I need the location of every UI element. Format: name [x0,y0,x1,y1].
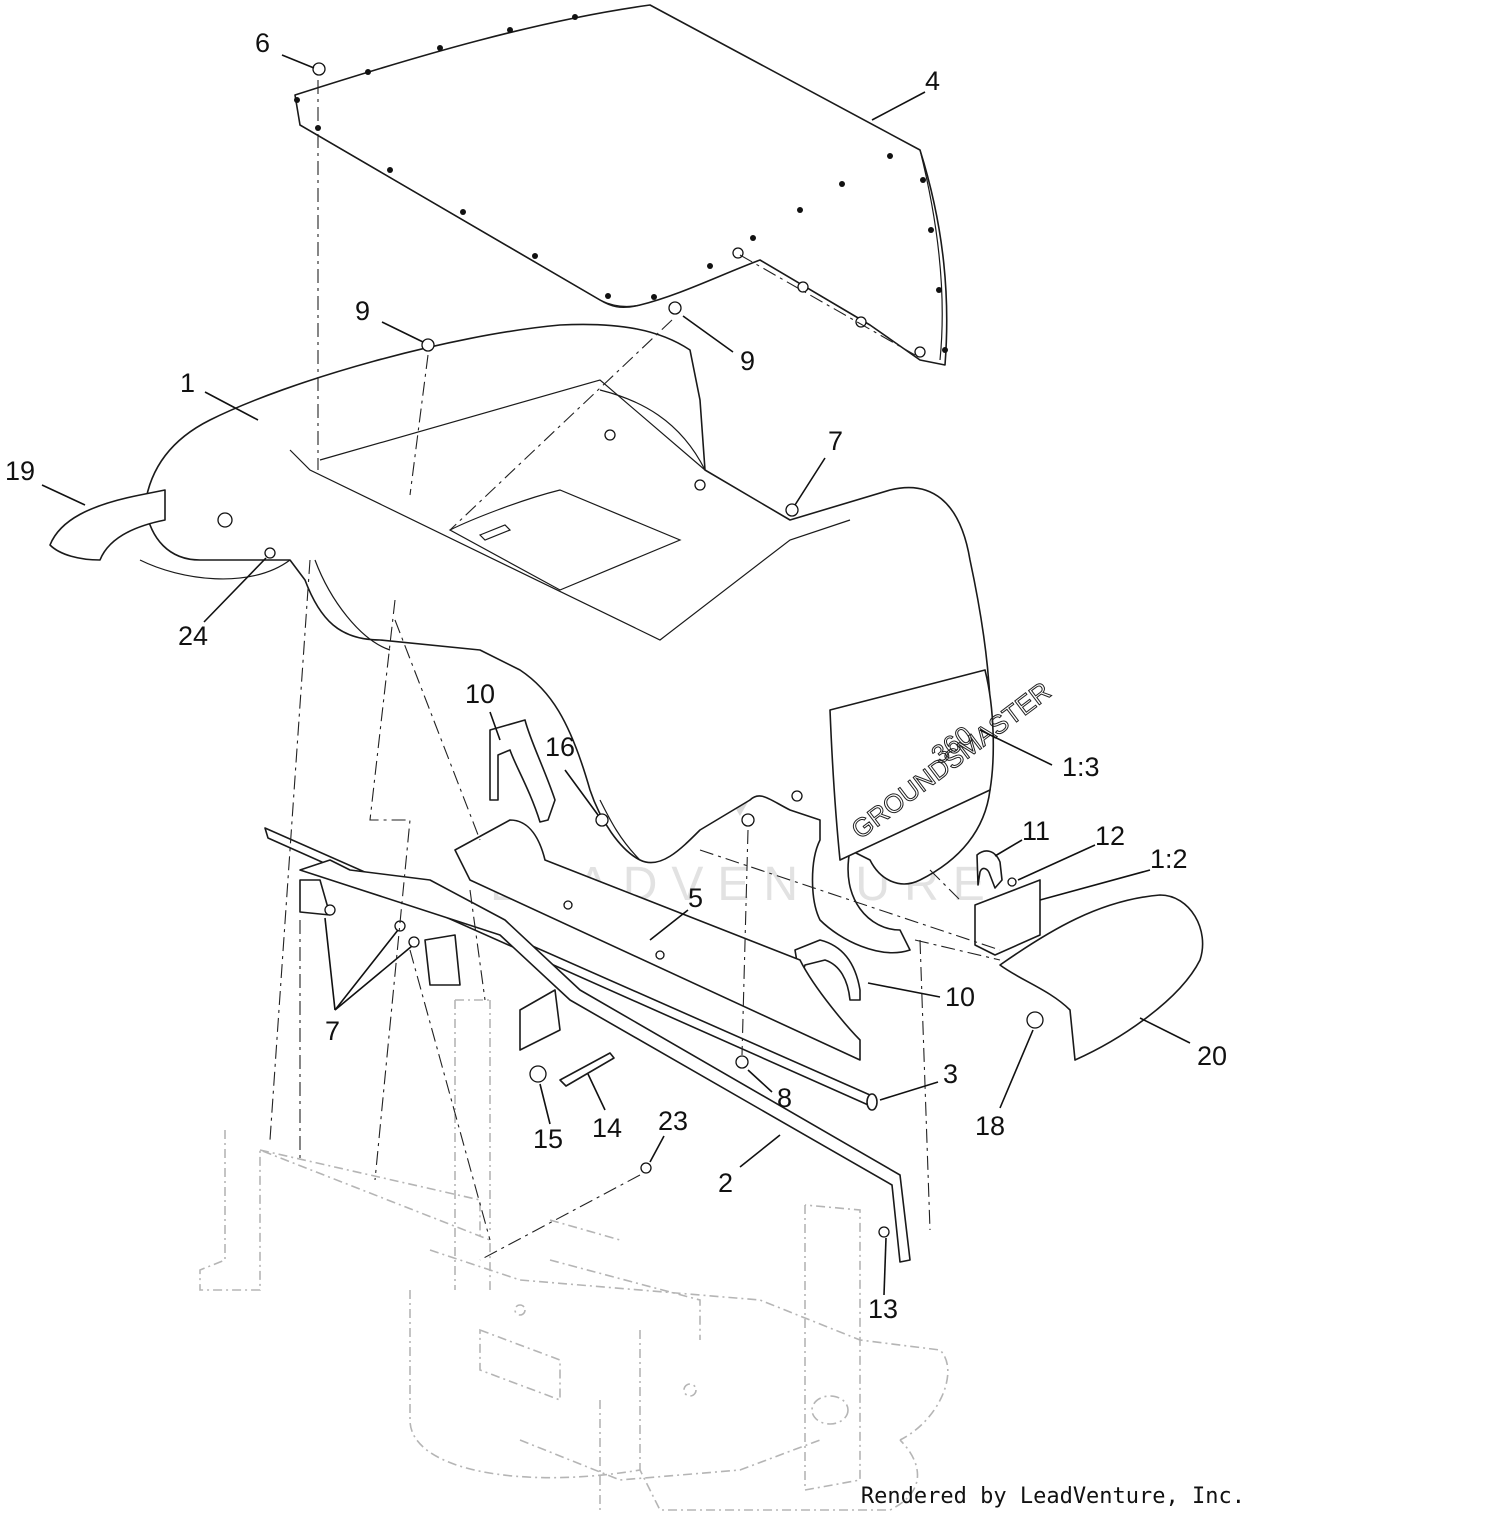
bracket-10-right [794,939,861,1001]
leader-lines [41,54,1191,1296]
chassis-frame-ghost [199,999,949,1511]
callout-19: 19 [5,456,35,486]
callout-3: 3 [943,1059,958,1089]
callout-24: 24 [178,621,208,651]
callout-2: 2 [718,1168,733,1198]
callout-1-2: 1:2 [1150,844,1188,874]
callout-5: 5 [688,883,703,913]
callout-4: 4 [925,66,940,96]
cross-support [454,819,861,1061]
render-credit: Rendered by LeadVenture, Inc. [860,1484,1245,1509]
callout-8: 8 [777,1083,792,1113]
callout-20: 20 [1197,1041,1227,1071]
end-cap-20 [999,894,1204,1061]
hardware [264,62,1044,1238]
callout-7-bottom: 7 [325,1016,340,1046]
callout-10-left: 10 [465,679,495,709]
callout-9-left: 9 [355,296,370,326]
canopy-top [294,4,948,366]
block-1-2 [974,879,1041,956]
phantom-lines [269,80,1001,1261]
callout-1: 1 [180,368,195,398]
callout-14: 14 [592,1113,622,1143]
callout-15: 15 [533,1124,563,1154]
callout-1-3: 1:3 [1062,752,1100,782]
callout-10-right: 10 [945,982,975,1012]
hood-body [139,323,993,954]
callout-11: 11 [1022,816,1050,846]
left-shroud [49,489,166,561]
bar-2 [299,859,911,1263]
canopy-rivets [294,14,948,353]
callout-labels: 6 4 9 9 1 19 7 24 10 16 1:3 11 12 1:2 5 … [5,28,1227,1324]
clip-11 [976,850,1003,889]
callout-12: 12 [1095,821,1125,851]
callout-6: 6 [255,28,270,58]
canopy-fasteners [732,247,926,358]
callout-16: 16 [545,732,575,762]
bracket-10-left [489,719,556,823]
callout-13: 13 [868,1294,898,1324]
callout-9-right: 9 [740,346,755,376]
callout-7-top: 7 [828,426,843,456]
callout-18: 18 [975,1111,1005,1141]
callout-23: 23 [658,1106,688,1136]
